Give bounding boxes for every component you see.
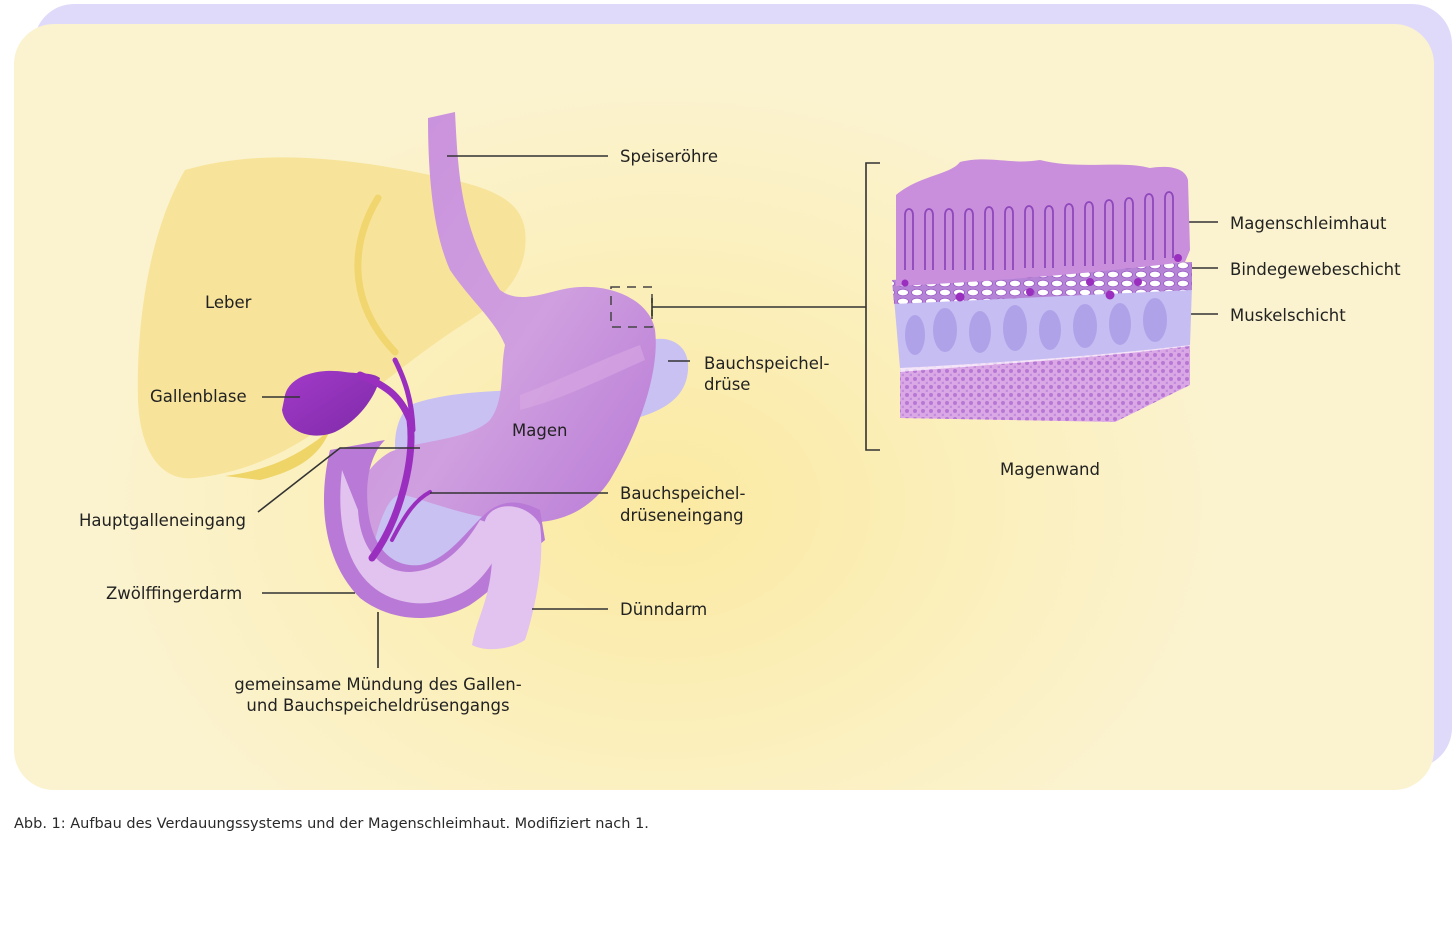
label-leber: Leber (205, 293, 252, 312)
stomach-shape (357, 112, 656, 540)
label-bauchspeicheldrueseneingang-line1: Bauchspeichel- (620, 484, 745, 503)
small-intestine-shape (472, 506, 542, 650)
liver-shape (137, 157, 526, 480)
label-magenschleimhaut: Magenschleimhaut (1230, 214, 1387, 233)
label-duenndarm: Dünndarm (620, 600, 707, 619)
label-bauchspeicheldrueseneingang-line2: drüseneingang (620, 506, 744, 525)
label-bindegewebeschicht: Bindegewebeschicht (1230, 260, 1401, 279)
label-hauptgalleneingang: Hauptgalleneingang (79, 511, 246, 530)
zoom-marker (610, 286, 653, 328)
label-muskelschicht: Muskelschicht (1230, 306, 1346, 325)
stomach-wall-section (892, 159, 1192, 422)
label-magen: Magen (512, 421, 567, 440)
label-speiseroehre: Speiseröhre (620, 147, 718, 166)
label-zwoelffingerdarm: Zwölffingerdarm (106, 584, 242, 603)
figure-caption: Abb. 1: Aufbau des Verdauungssystems und… (14, 816, 649, 832)
duodenum-shape (323, 440, 545, 619)
label-bauchspeicheldruese-line1: Bauchspeichel- (704, 354, 829, 373)
bile-duct (356, 357, 432, 562)
label-magenwand: Magenwand (1000, 460, 1100, 479)
label-muendung-line2: und Bauchspeicheldrüsengangs (246, 696, 509, 715)
label-gallenblase: Gallenblase (150, 387, 247, 406)
label-muendung-line1: gemeinsame Mündung des Gallen- (234, 675, 521, 694)
gallbladder-shape (282, 370, 380, 436)
label-bauchspeicheldruese-line2: drüse (704, 375, 750, 394)
leader-lines (257, 155, 1218, 668)
